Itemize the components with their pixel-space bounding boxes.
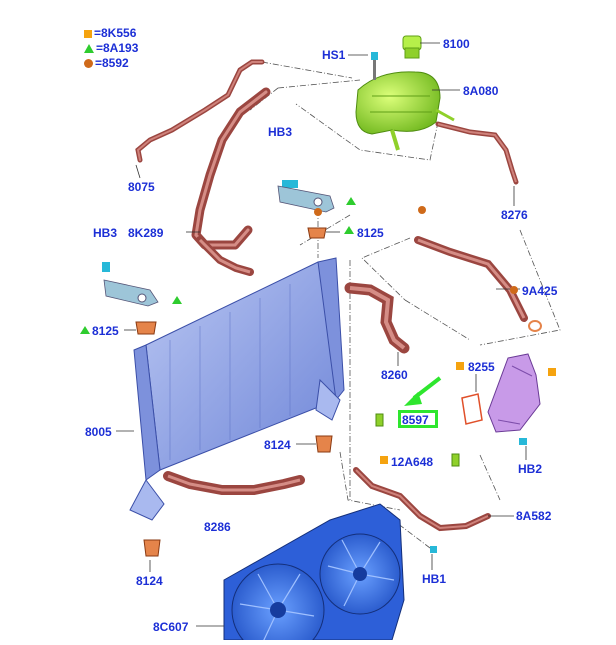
mount-8124-mid — [315, 435, 333, 453]
sensor-HS1 — [371, 52, 378, 80]
highlight-arrow — [404, 376, 442, 406]
callout-8A582: 8A582 — [516, 509, 552, 523]
callout-hs1: HS1 — [322, 48, 346, 62]
diagram-markers — [80, 197, 556, 464]
callout-8075: 8075 — [128, 180, 155, 194]
connector-12A648 — [451, 453, 460, 467]
callout-8597-highlight-box — [398, 410, 438, 428]
legend-triangle-row: =8A193 — [84, 41, 138, 55]
bracket-hb3-top — [277, 180, 335, 213]
bracket-hb3-left — [102, 262, 159, 307]
clip-HB1 — [430, 546, 437, 553]
legend-square-label: =8K556 — [94, 26, 137, 40]
coolant-pipe-9A425 — [414, 236, 528, 322]
leader-lines — [249, 61, 561, 549]
coolant-reservoir-8A080 — [355, 71, 455, 151]
callout-8255: 8255 — [468, 360, 495, 374]
callout-8125-mid: 8125 — [357, 226, 384, 240]
hose-8K289 — [191, 87, 271, 250]
thermostat-housing — [487, 353, 541, 445]
callout-12A648: 12A648 — [391, 455, 434, 469]
sensor-8597 — [375, 413, 384, 427]
callout-8124-bottom: 8124 — [136, 574, 163, 588]
legend-circle-label: =8592 — [95, 56, 129, 70]
callout-8C607: 8C607 — [153, 620, 189, 634]
mount-8125-left — [135, 321, 157, 335]
callout-8597: 8597 — [402, 413, 429, 427]
triangle-icon — [84, 44, 94, 54]
callout-8005: 8005 — [85, 425, 112, 439]
reservoir-cap-8100 — [402, 35, 422, 59]
circle-icon — [84, 59, 93, 69]
callout-8260: 8260 — [381, 368, 408, 382]
radiator-8005 — [129, 257, 345, 521]
gasket-8255 — [461, 393, 483, 425]
callout-8286: 8286 — [204, 520, 231, 534]
square-icon — [84, 29, 92, 38]
callout-hb3-top: HB3 — [268, 125, 293, 139]
legend-circle-row: =8592 — [84, 56, 129, 70]
callout-9A425: 9A425 — [522, 284, 558, 298]
callout-8276: 8276 — [501, 208, 528, 222]
legend-square-row: =8K556 — [84, 26, 136, 40]
callout-hb2: HB2 — [518, 462, 543, 476]
legend-triangle-label: =8A193 — [96, 41, 139, 55]
callout-hb3-left: HB3 — [93, 226, 118, 240]
callout-8A080: 8A080 — [463, 84, 499, 98]
callout-8100: 8100 — [443, 37, 470, 51]
mount-8125-mid — [307, 227, 327, 239]
callout-8125-left: 8125 — [92, 324, 119, 338]
callout-ticks — [116, 42, 527, 627]
callout-8K289: 8K289 — [128, 226, 164, 240]
mount-8124-bottom — [143, 539, 161, 557]
callout-8124-mid: 8124 — [264, 438, 291, 452]
fan-assembly-8C607 — [223, 503, 405, 645]
callout-hb1: HB1 — [422, 572, 447, 586]
